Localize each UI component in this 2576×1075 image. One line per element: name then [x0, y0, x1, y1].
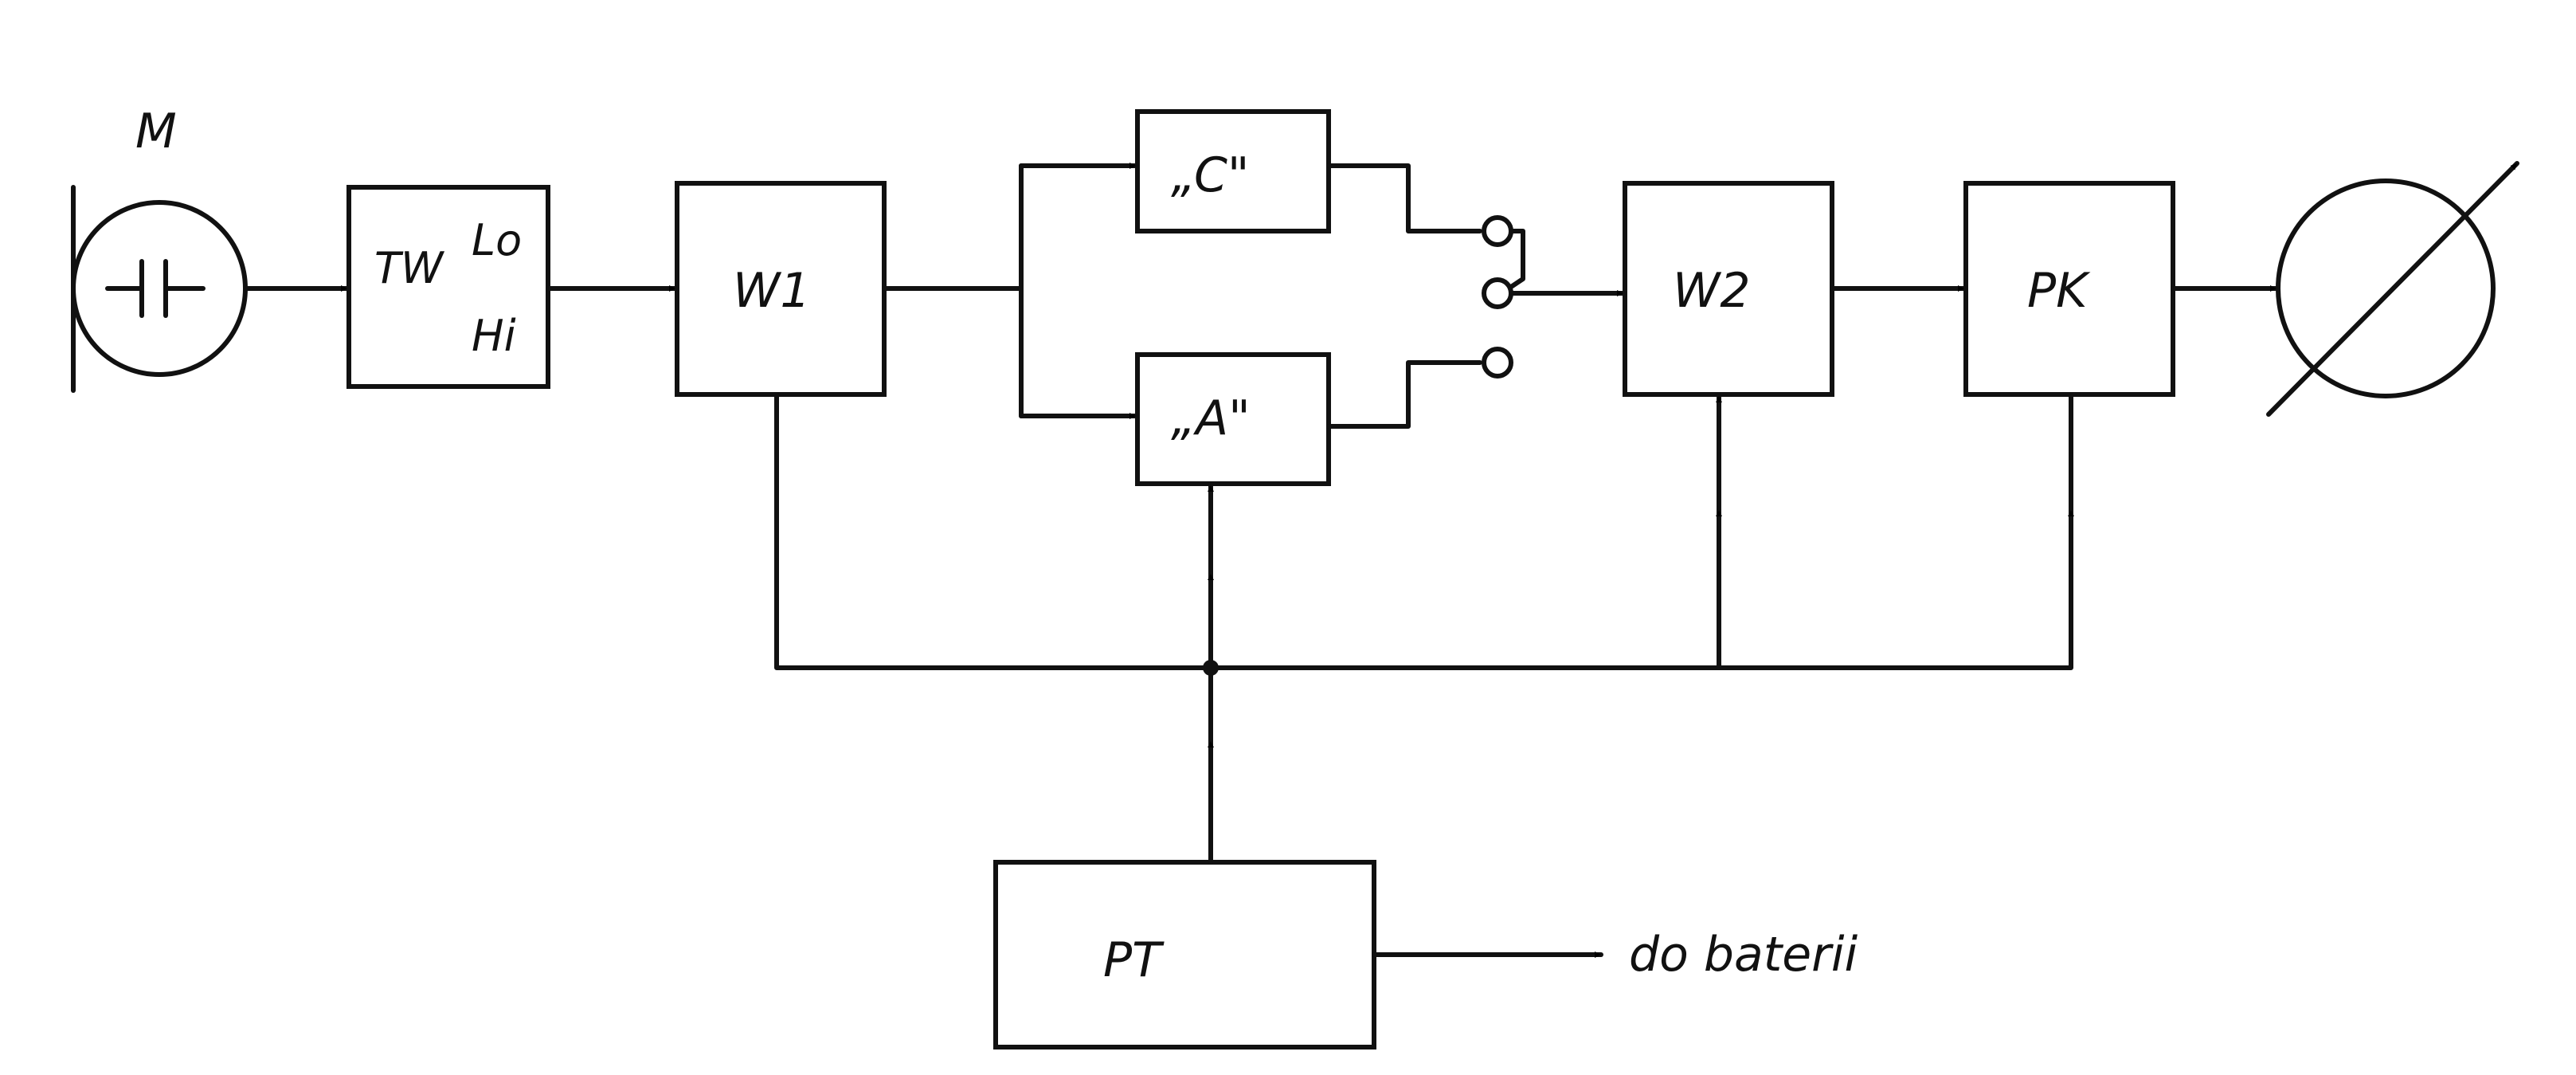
filter-c-label: „C" [1171, 147, 1249, 203]
w1-label: W1 [733, 263, 811, 319]
pt-block: PT [993, 860, 1376, 1049]
meter [2266, 161, 2519, 417]
signal-connections [243, 163, 2279, 429]
microphone-label: M [135, 104, 177, 159]
w2-block: W2 [1623, 181, 1834, 397]
filter-c-block: „C" [1135, 109, 1331, 233]
microphone: M [71, 104, 248, 393]
filter-a-block: „A" [1135, 352, 1331, 486]
w2-label: W2 [1673, 263, 1751, 319]
pt-label: PT [1103, 932, 1165, 988]
w1-block: W1 [675, 181, 887, 397]
pk-label: PK [2027, 263, 2091, 319]
tw-block: TW Lo Hi [346, 185, 550, 389]
power-connections: do baterii [774, 392, 2074, 983]
tw-label: TW [374, 243, 445, 293]
tw-hi-label: Hi [472, 311, 516, 361]
junction-dot [1203, 660, 1219, 676]
filter-a-label: „A" [1171, 390, 1251, 446]
pk-block: PK [1963, 181, 2175, 397]
tw-lo-label: Lo [472, 215, 522, 265]
battery-label: do baterii [1629, 927, 1858, 983]
